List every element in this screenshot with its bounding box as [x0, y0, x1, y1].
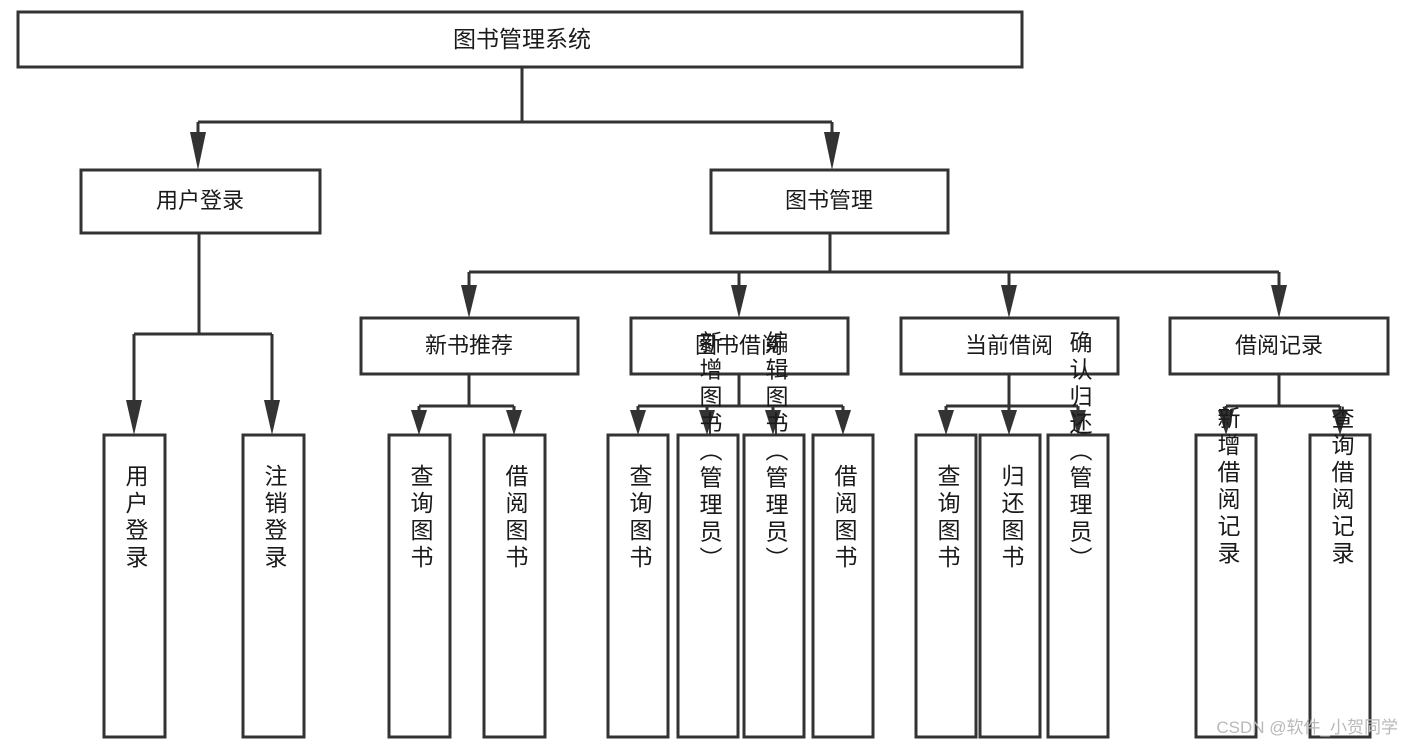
arrow-head-book-mgmt [824, 132, 840, 170]
leaf-nb-query-book[interactable]: 查询图书 [387, 433, 452, 739]
node-user-login-box[interactable] [79, 168, 322, 235]
leaf-bb-borrow-book-label: 借阅图书 [831, 464, 858, 572]
leaf-user-logout-label: 注销登录 [261, 464, 288, 572]
leaf-cb-query-book-box[interactable] [914, 433, 978, 739]
leaf-nb-query-book-box[interactable] [387, 433, 452, 739]
leaf-cb-return-book[interactable]: 归还图书 [978, 433, 1042, 739]
arrow-head-leaf-user-logout [264, 400, 280, 435]
arrow-head-book-borrow [731, 285, 747, 318]
node-book-mgmt[interactable]: 图书管理 [709, 168, 950, 235]
leaf-bb-query-book-box[interactable] [606, 433, 670, 739]
node-new-book-recommend-label: 新书推荐 [425, 333, 513, 358]
leaf-user-login-label: 用户登录 [122, 464, 149, 572]
node-root[interactable]: 图书管理系统 [16, 10, 1024, 69]
arrow-head-leaf-nb-borrow [506, 410, 522, 435]
connector-layer [126, 67, 1348, 435]
leaf-br-query-record[interactable]: 查询借阅记录 [1308, 406, 1372, 739]
arrow-head-leaf-user-login [126, 400, 142, 435]
leaf-nb-query-book-label: 查询图书 [407, 464, 434, 572]
leaf-nb-borrow-book-label: 借阅图书 [502, 464, 529, 572]
leaf-cb-confirm-return-label: 确认归还（管理员） [1066, 331, 1093, 574]
arrow-head-leaf-bb-query [630, 410, 646, 435]
leaf-bb-add-book-box[interactable] [676, 433, 740, 739]
leaf-br-add-record[interactable]: 新增借阅记录 [1194, 406, 1258, 739]
node-current-borrow-box[interactable] [899, 316, 1120, 376]
leaf-bb-query-book-label: 查询图书 [626, 464, 653, 572]
arrow-head-leaf-cb-return [1001, 410, 1017, 435]
node-new-book-recommend[interactable]: 新书推荐 [359, 316, 580, 376]
node-book-mgmt-label: 图书管理 [785, 188, 873, 213]
node-user-login[interactable]: 用户登录 [79, 168, 322, 235]
node-borrow-record[interactable]: 借阅记录 [1168, 316, 1390, 376]
leaf-user-logout-box[interactable] [241, 433, 306, 739]
node-book-mgmt-box[interactable] [709, 168, 950, 235]
arrow-head-current-borrow [1001, 285, 1017, 318]
node-borrow-record-box[interactable] [1168, 316, 1390, 376]
node-root-box[interactable] [16, 10, 1024, 69]
watermark-label: CSDN @软件_小贺同学 [1216, 718, 1398, 737]
leaf-user-login-box[interactable] [102, 433, 167, 739]
leaf-cb-confirm-return[interactable]: 确认归还（管理员） [1046, 331, 1110, 739]
arrow-head-leaf-bb-add [699, 410, 715, 435]
leaf-cb-confirm-return-box[interactable] [1046, 433, 1110, 739]
leaf-cb-query-book-label: 查询图书 [934, 464, 961, 572]
leaf-bb-borrow-book[interactable]: 借阅图书 [811, 433, 875, 739]
leaf-br-query-record-box[interactable] [1308, 433, 1372, 739]
node-borrow-record-label: 借阅记录 [1235, 333, 1323, 358]
arrow-head-leaf-cb-confirm [1070, 410, 1086, 435]
leaf-cb-return-book-label: 归还图书 [998, 464, 1025, 572]
leaf-bb-query-book[interactable]: 查询图书 [606, 433, 670, 739]
leaf-user-login[interactable]: 用户登录 [102, 433, 167, 739]
arrow-head-leaf-nb-query [411, 410, 427, 435]
leaf-br-query-record-label: 查询借阅记录 [1328, 406, 1355, 568]
leaf-bb-add-book-label: 新增图书（管理员） [696, 331, 723, 574]
leaf-user-logout[interactable]: 注销登录 [241, 433, 306, 739]
node-book-borrow[interactable]: 图书借阅 [629, 316, 850, 376]
leaf-bb-edit-book[interactable]: 编辑图书（管理员） [742, 331, 806, 739]
arrow-head-user-login [190, 132, 206, 170]
leaf-cb-return-book-box[interactable] [978, 433, 1042, 739]
node-user-login-label: 用户登录 [156, 188, 244, 213]
node-book-borrow-label: 图书借阅 [695, 333, 783, 358]
arrow-head-leaf-br-add [1218, 410, 1234, 435]
arrow-head-leaf-cb-query [938, 410, 954, 435]
arrow-head-borrow-record [1271, 285, 1287, 318]
leaf-nb-borrow-book[interactable]: 借阅图书 [482, 433, 547, 739]
arrow-head-leaf-bb-edit [765, 410, 781, 435]
arrow-head-leaf-br-query [1332, 410, 1348, 435]
arrow-head-leaf-bb-borrow [835, 410, 851, 435]
node-current-borrow-label: 当前借阅 [965, 333, 1053, 358]
node-new-book-recommend-box[interactable] [359, 316, 580, 376]
leaf-nb-borrow-book-box[interactable] [482, 433, 547, 739]
leaf-bb-borrow-book-box[interactable] [811, 433, 875, 739]
leaf-bb-edit-book-label: 编辑图书（管理员） [762, 331, 789, 574]
node-root-label: 图书管理系统 [453, 26, 591, 52]
leaf-bb-edit-book-box[interactable] [742, 433, 806, 739]
node-book-borrow-box[interactable] [629, 316, 850, 376]
arrow-head-new-book [461, 285, 477, 318]
leaf-bb-add-book[interactable]: 新增图书（管理员） [676, 331, 740, 739]
leaf-br-add-record-label: 新增借阅记录 [1214, 406, 1241, 568]
leaf-br-add-record-box[interactable] [1194, 433, 1258, 739]
node-current-borrow[interactable]: 当前借阅 [899, 316, 1120, 376]
leaf-cb-query-book[interactable]: 查询图书 [914, 433, 978, 739]
